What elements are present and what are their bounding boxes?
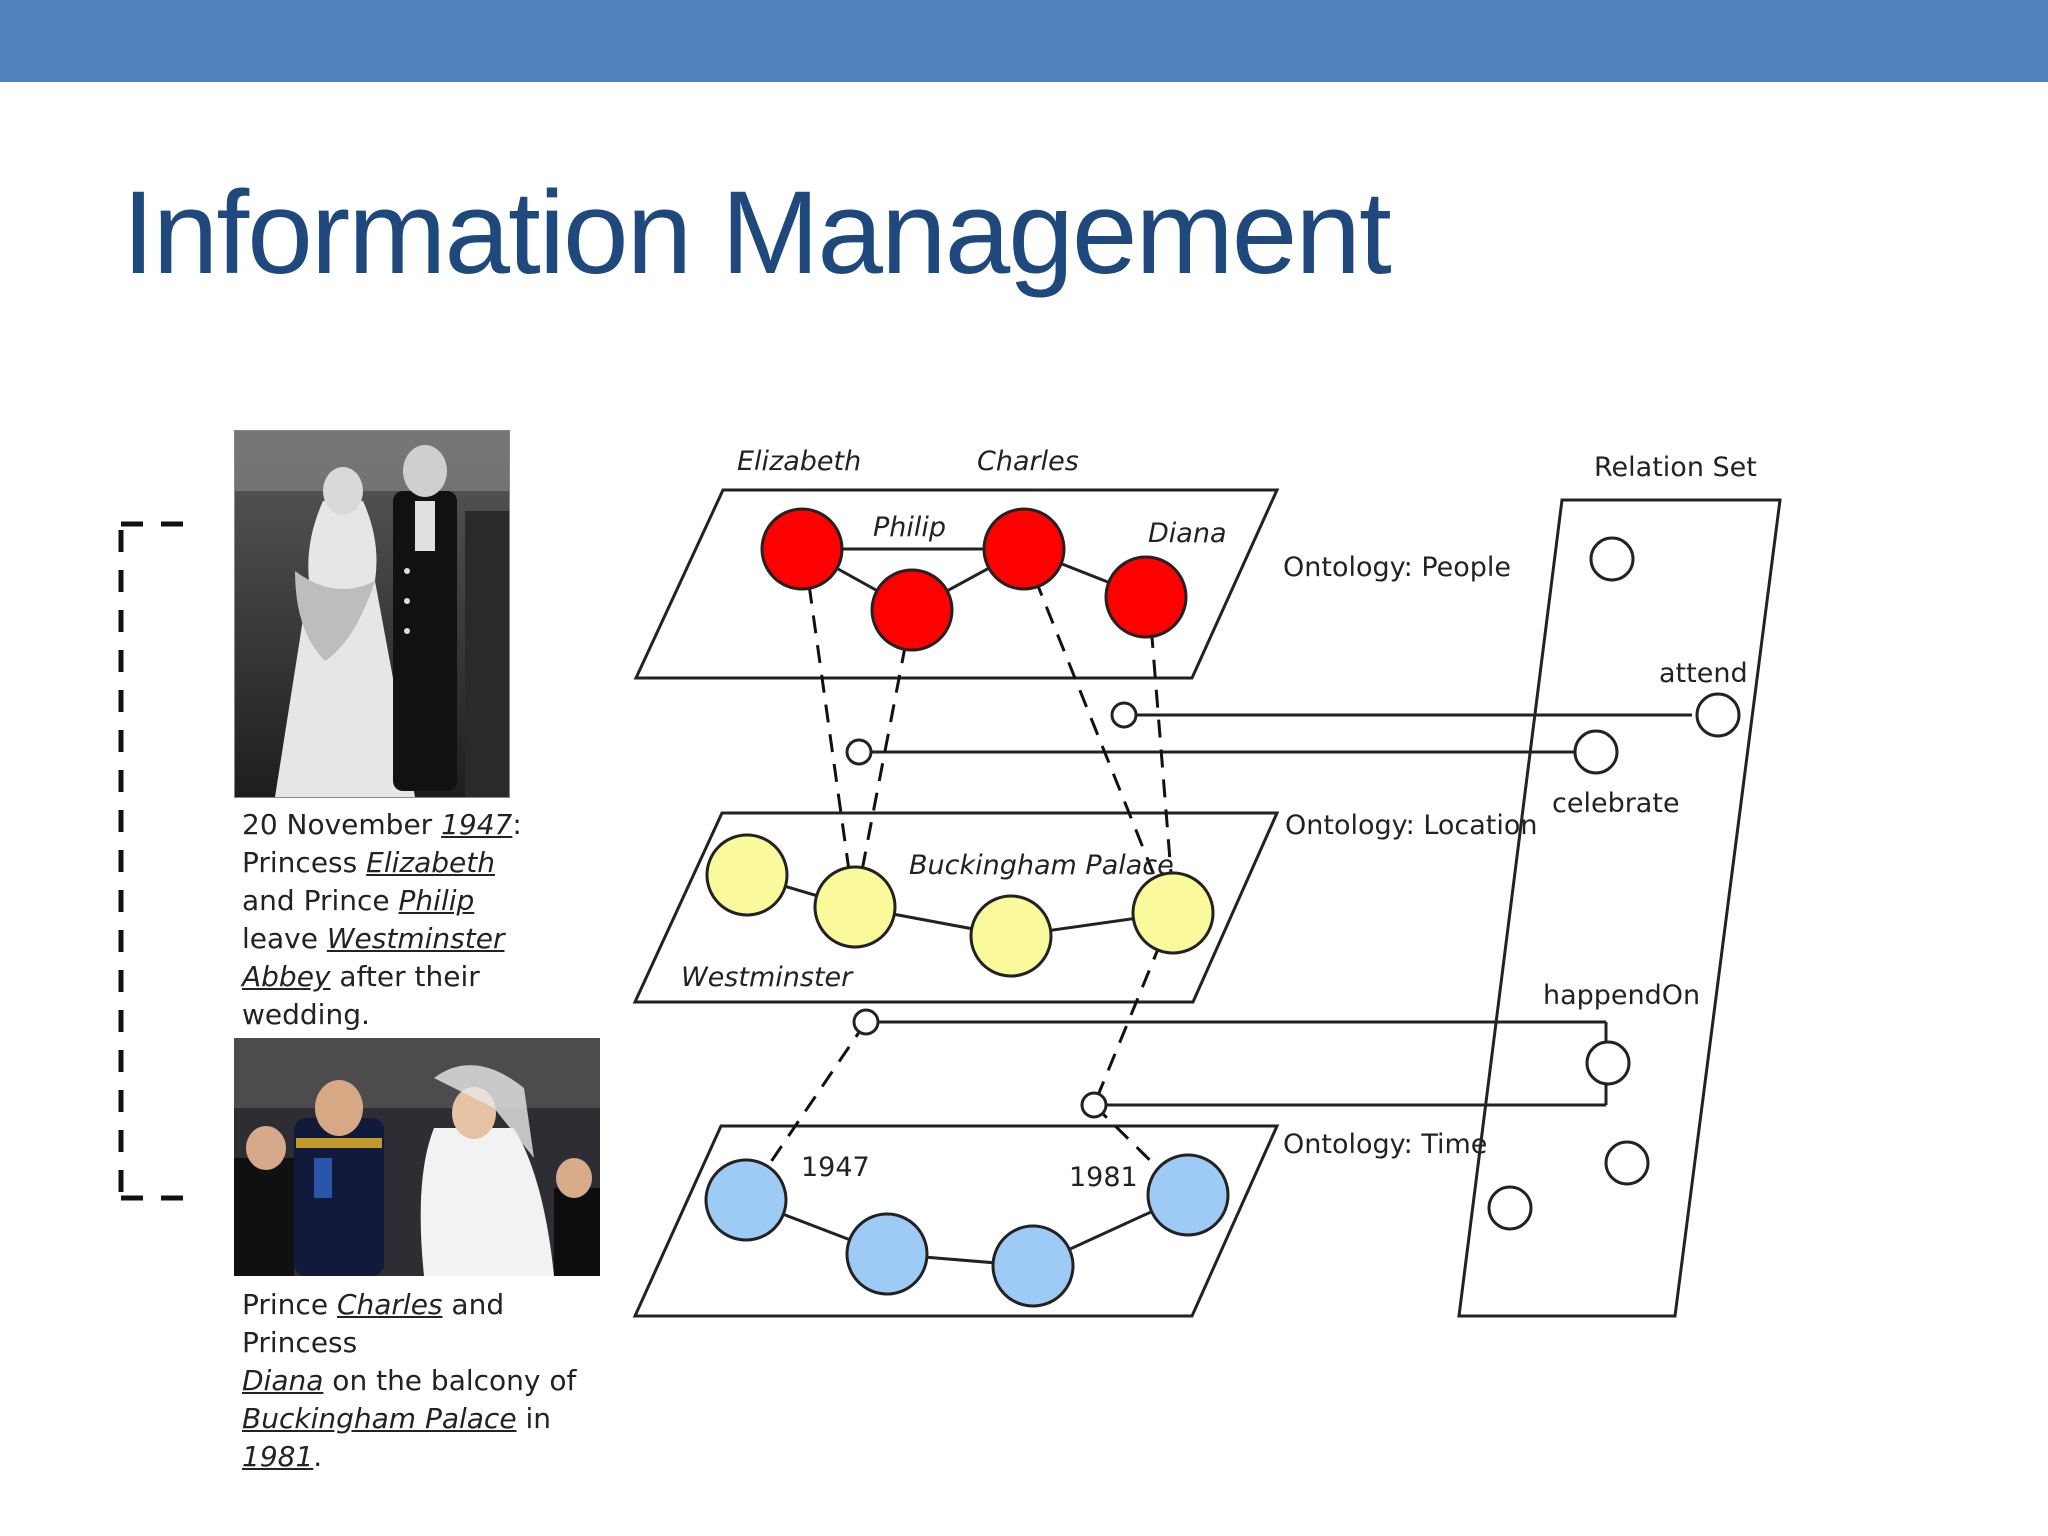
node-location-a [705,833,789,917]
relation-node-extra-1 [1604,1140,1650,1186]
relation-node-top [1589,536,1635,582]
node-westminster [813,865,897,949]
node-time-b [845,1212,929,1296]
label-relation-set: Relation Set [1594,452,1757,483]
relation-set-band [1457,498,1782,1318]
instance-celebrate [845,738,873,766]
node-elizabeth [760,507,844,591]
label-attend: attend [1659,658,1748,689]
node-buckingham [1131,871,1215,955]
node-location-c [969,894,1053,978]
relation-node-happened [1585,1040,1631,1086]
caption-1947: 20 November 1947: Princess Elizabeth and… [242,808,522,1031]
label-diana: Diana [1148,518,1227,549]
caption-1981: Prince Charles and Princess Diana on the… [242,1288,577,1473]
relation-node-celebrate [1573,729,1619,775]
node-charles [982,507,1066,591]
instance-happened-1981 [1080,1091,1108,1119]
relation-node-attend [1695,692,1741,738]
people-plane [633,488,1280,680]
instance-happened-1947 [852,1008,880,1036]
label-elizabeth: Elizabeth [737,446,861,477]
label-happened-on: happendOn [1543,980,1700,1011]
label-1981: 1981 [1069,1162,1138,1193]
node-1981 [1146,1153,1230,1237]
node-philip [870,568,954,652]
label-celebrate: celebrate [1552,788,1680,819]
instance-attend [1110,701,1138,729]
label-philip: Philip [873,512,946,543]
relation-node-extra-2 [1487,1185,1533,1231]
balcony-photo-1981 [234,1038,600,1276]
wedding-photo-1947 [234,430,510,798]
label-1947: 1947 [801,1152,870,1183]
location-plane [632,811,1280,1004]
node-1947 [704,1158,788,1242]
node-time-c [991,1224,1075,1308]
dashed-bracket [118,521,184,1201]
label-charles: Charles [977,446,1079,477]
slide-title: Information Management [122,167,1392,299]
node-diana [1104,555,1188,639]
label-ontology-time: Ontology: Time [1283,1129,1487,1160]
label-ontology-location: Ontology: Location [1285,810,1538,841]
label-buckingham: Buckingham Palace [909,850,1174,881]
label-westminster: Westminster [681,962,854,993]
time-plane [632,1124,1280,1318]
label-ontology-people: Ontology: People [1283,552,1511,583]
top-accent-bar [0,0,2048,82]
